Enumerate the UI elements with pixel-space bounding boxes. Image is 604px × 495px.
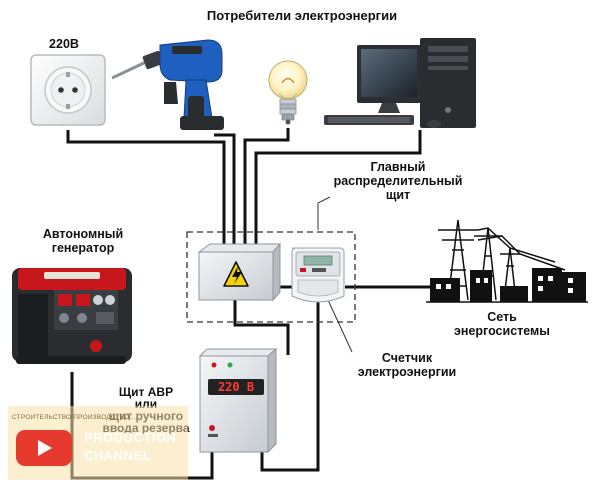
- watermark-line2: CHANNEL: [84, 448, 152, 463]
- wire-computer: [254, 130, 422, 250]
- watermark-small-text: СТРОИТЕЛЬСТВО ПРОИЗВОДСТВО ...: [12, 414, 138, 421]
- abr-display: 220 В: [208, 379, 264, 395]
- watermark-line1: PRODUCTION: [84, 430, 177, 445]
- generator-icon: [12, 268, 132, 364]
- meter-label: Счетчик электроэнергии: [357, 351, 457, 379]
- main-board-frame: [186, 231, 356, 323]
- drill-icon: [111, 39, 224, 130]
- pointer-main-board: [317, 196, 331, 230]
- wire-bulb: [243, 128, 290, 250]
- abr-panel-icon: [198, 347, 278, 454]
- socket-label: 220В: [49, 37, 79, 51]
- wire-meter-abr: [260, 300, 320, 472]
- play-icon: [38, 440, 52, 456]
- electricity-meter-icon: [291, 247, 345, 303]
- lightbulb-icon: [268, 60, 308, 125]
- computer-icon: [324, 38, 476, 128]
- wire-socket: [66, 130, 226, 250]
- diagram-title: Потребители электроэнергии: [206, 8, 398, 23]
- grid-label: Сеть энергосистемы: [454, 310, 550, 338]
- distribution-board-icon: [197, 242, 282, 302]
- pointer-meter: [327, 299, 353, 353]
- generator-label: Автономный генератор: [42, 227, 124, 255]
- socket-icon: [30, 54, 106, 126]
- main-board-label: Главный распределительный щит: [333, 160, 463, 202]
- wire-board-abr: [233, 300, 290, 355]
- warning-icon: [223, 261, 249, 287]
- power-grid-icon: [426, 219, 588, 303]
- wire-drill: [214, 133, 236, 250]
